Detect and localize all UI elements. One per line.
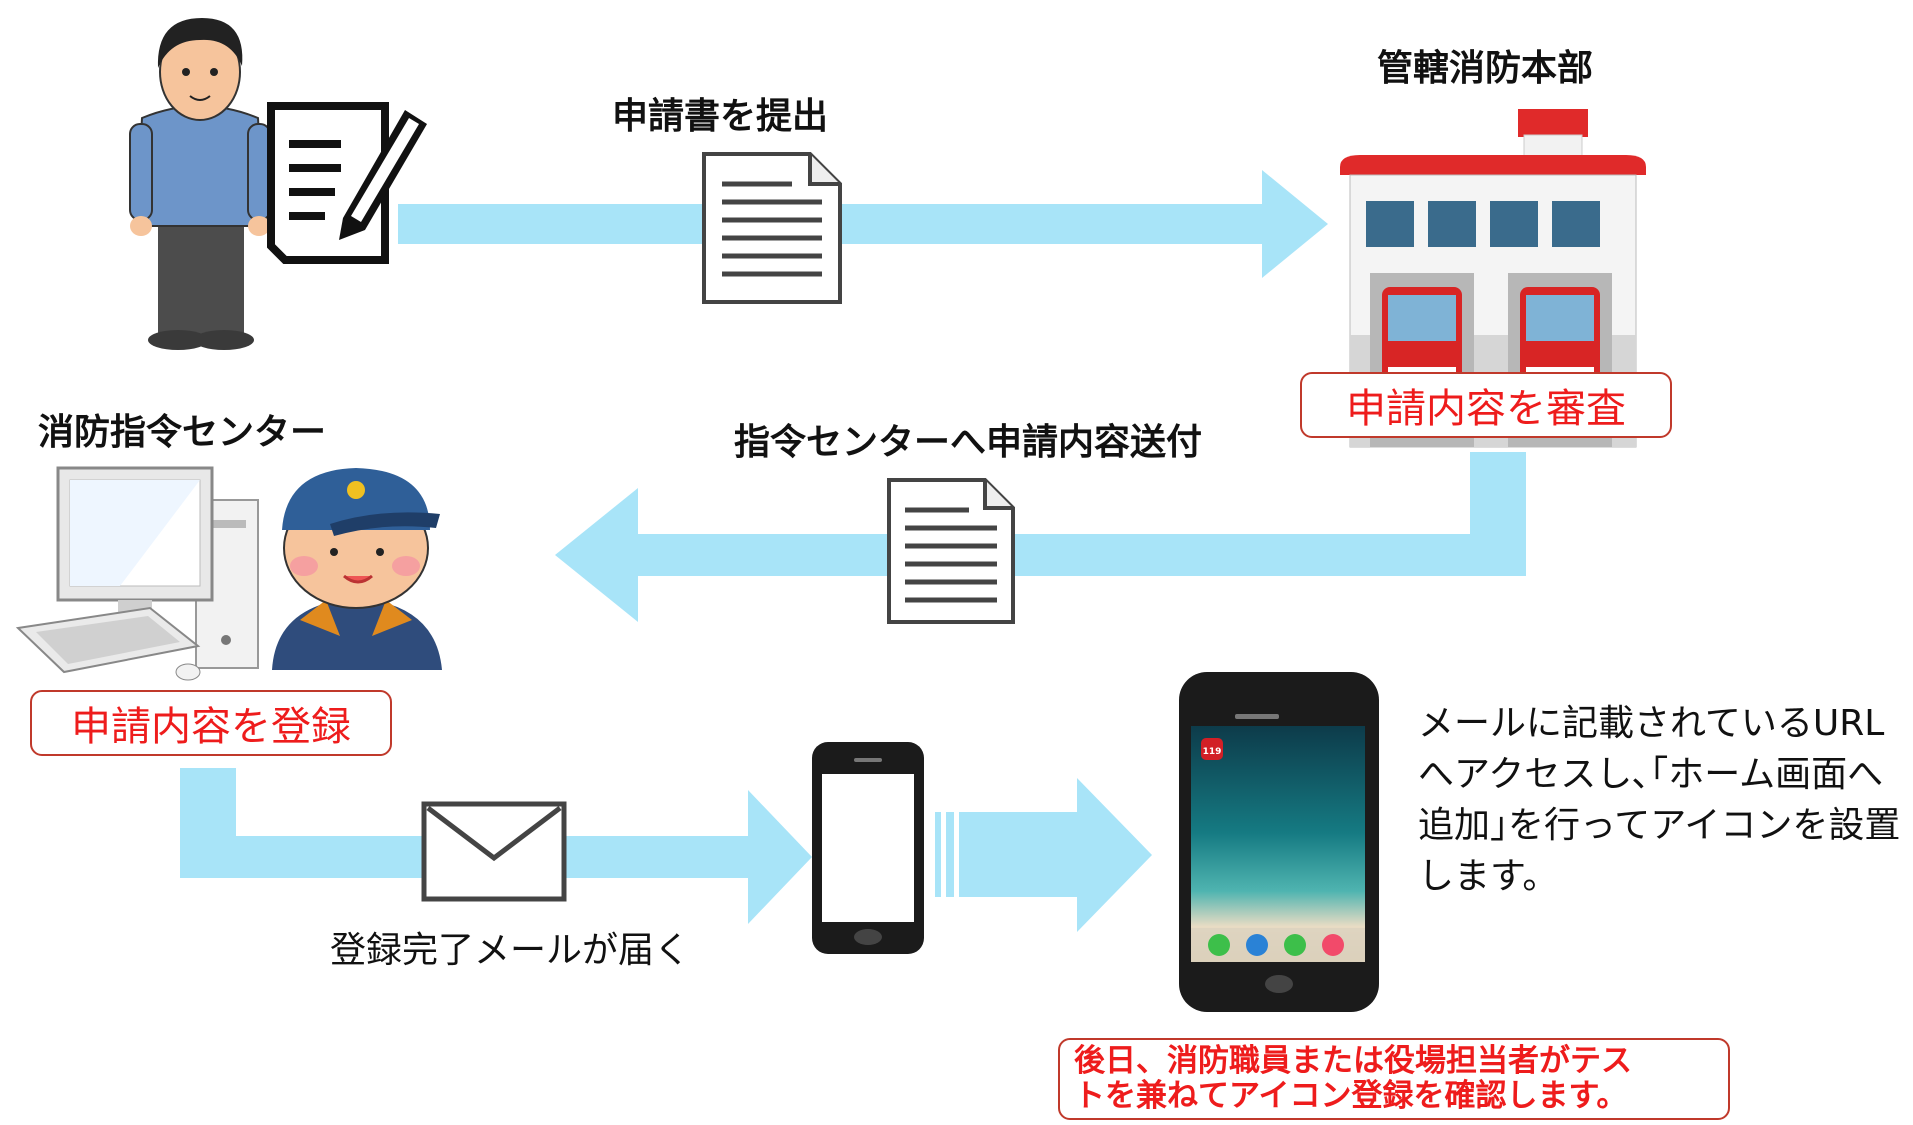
review-box: 申請内容を審査	[1300, 372, 1672, 438]
mail-envelope-icon	[421, 801, 567, 902]
instructions-line: へアクセスし､｢ホーム画面へ	[1418, 754, 1884, 795]
register-box: 申請内容を登録	[30, 690, 392, 756]
instructions-line: します。	[1418, 856, 1559, 897]
instructions-line: 追加｣を行ってアイコンを設置	[1418, 805, 1901, 846]
fire-station-icon	[1340, 109, 1646, 448]
document-icon	[702, 152, 842, 304]
smartphone-home-screen-icon: 119	[1179, 672, 1379, 1012]
note-line: トを兼ねてアイコン登録を確認します。	[1074, 1078, 1628, 1114]
setup-instructions: メールに記載されているURL へアクセスし､｢ホーム画面へ 追加｣を行ってアイコ…	[1418, 698, 1908, 902]
dispatcher-operator-icon	[272, 468, 442, 670]
hq-label: 管轄消防本部	[1377, 47, 1593, 89]
register-label: 申請内容を登録	[71, 704, 351, 750]
review-label: 申請内容を審査	[1346, 386, 1626, 432]
application-form-icon	[267, 102, 427, 264]
instructions-line: メールに記載されているURL	[1418, 703, 1885, 744]
mobile-phone-icon	[812, 742, 924, 954]
arrow-to-smartphone	[935, 778, 1152, 932]
arrow-submit	[398, 170, 1328, 278]
dispatch-center-label: 消防指令センター	[38, 412, 326, 453]
document-icon	[887, 478, 1015, 624]
arrow-to-center	[555, 452, 1526, 622]
note-line: 後日、消防職員または役場担当者がテス	[1074, 1043, 1632, 1079]
computer-icon	[15, 466, 259, 681]
submit-label: 申請書を提出	[612, 96, 828, 137]
applicant-person-icon	[129, 18, 271, 350]
confirmation-note: 後日、消防職員または役場担当者がテス トを兼ねてアイコン登録を確認します。	[1058, 1038, 1730, 1120]
mail-arrives-label: 登録完了メールが届く	[330, 930, 690, 971]
app-icon-label: 119	[1203, 747, 1222, 757]
send-to-center-label: 指令センターへ申請内容送付	[734, 422, 1202, 463]
